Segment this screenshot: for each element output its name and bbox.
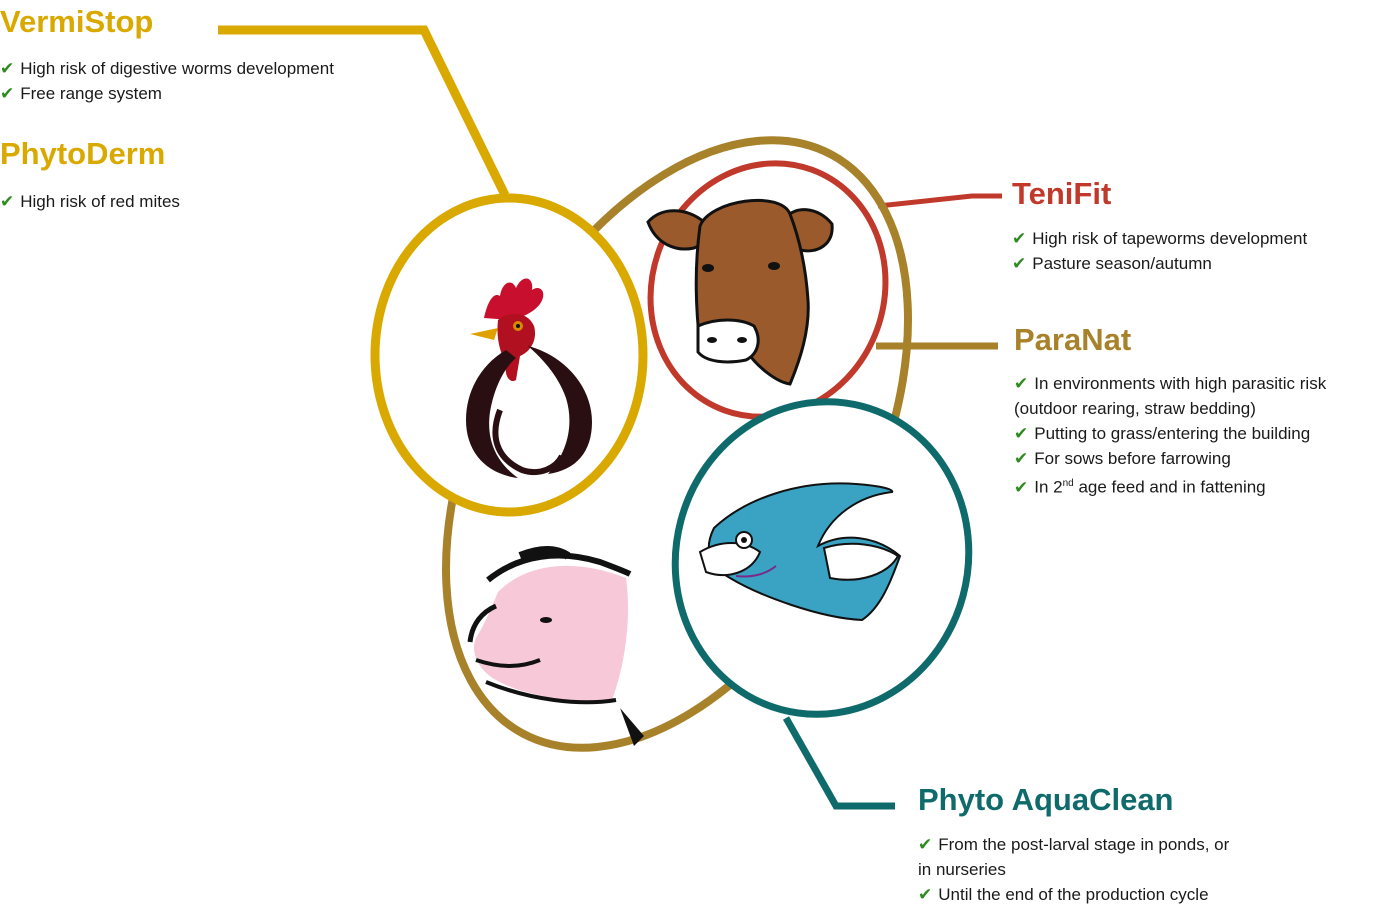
tenifit-connector <box>877 193 1002 209</box>
check-icon: ✔ <box>0 84 15 103</box>
pig-icon <box>467 546 644 746</box>
aquaclean-connector <box>782 716 895 810</box>
cow-icon <box>646 198 834 386</box>
aquaclean-list: ✔From the post-larval stage in ponds, or… <box>918 832 1229 907</box>
paranat-block: ParaNat ✔In environments with high paras… <box>1014 322 1326 500</box>
check-icon: ✔ <box>1012 229 1027 248</box>
list-item: in nurseries <box>918 860 1006 879</box>
check-icon: ✔ <box>0 59 15 78</box>
paranat-title: ParaNat <box>1014 322 1132 357</box>
list-item: ✔High risk of digestive worms developmen… <box>0 56 334 81</box>
list-item: ✔High risk of tapeworms development <box>1012 226 1307 251</box>
list-item: ✔Free range system <box>0 81 334 106</box>
tenifit-block: TeniFit ✔High risk of tapeworms developm… <box>1012 176 1307 276</box>
check-icon: ✔ <box>1012 254 1027 273</box>
vermistop-list: ✔High risk of digestive worms developmen… <box>0 56 334 106</box>
list-item: ✔For sows before farrowing <box>1014 446 1326 471</box>
list-item: ✔High risk of red mites <box>0 189 180 214</box>
phytoderm-block: PhytoDerm ✔High risk of red mites <box>0 136 180 214</box>
check-icon: ✔ <box>1014 477 1029 497</box>
vermistop-connector <box>218 25 510 197</box>
tenifit-title: TeniFit <box>1012 176 1112 211</box>
list-item: ✔Putting to grass/entering the building <box>1014 421 1326 446</box>
aquaclean-block: Phyto AquaClean ✔From the post-larval st… <box>918 782 1229 907</box>
fish-icon <box>698 482 902 622</box>
check-icon: ✔ <box>918 835 933 854</box>
rooster-icon <box>466 278 592 478</box>
vermistop-block: VermiStop ✔High risk of digestive worms … <box>0 4 334 106</box>
check-icon: ✔ <box>1014 449 1029 468</box>
aquaclean-title: Phyto AquaClean <box>918 782 1174 817</box>
list-item: (outdoor rearing, straw bedding) <box>1014 399 1256 418</box>
list-item: ✔In environments with high parasitic ris… <box>1014 371 1326 396</box>
phytoderm-title: PhytoDerm <box>0 136 166 171</box>
phytoderm-list: ✔High risk of red mites <box>0 189 180 214</box>
tenifit-list: ✔High risk of tapeworms development ✔Pas… <box>1012 226 1307 276</box>
vermistop-title: VermiStop <box>0 4 154 39</box>
list-item: ✔From the post-larval stage in ponds, or <box>918 832 1229 857</box>
check-icon: ✔ <box>918 885 933 904</box>
list-item: ✔Pasture season/autumn <box>1012 251 1307 276</box>
check-icon: ✔ <box>0 192 15 211</box>
list-item: ✔Until the end of the production cycle <box>918 882 1229 907</box>
paranat-list: ✔In environments with high parasitic ris… <box>1014 371 1326 500</box>
check-icon: ✔ <box>1014 374 1029 393</box>
check-icon: ✔ <box>1014 424 1029 443</box>
list-item: ✔In 2nd age feed and in fattening <box>1014 471 1326 500</box>
